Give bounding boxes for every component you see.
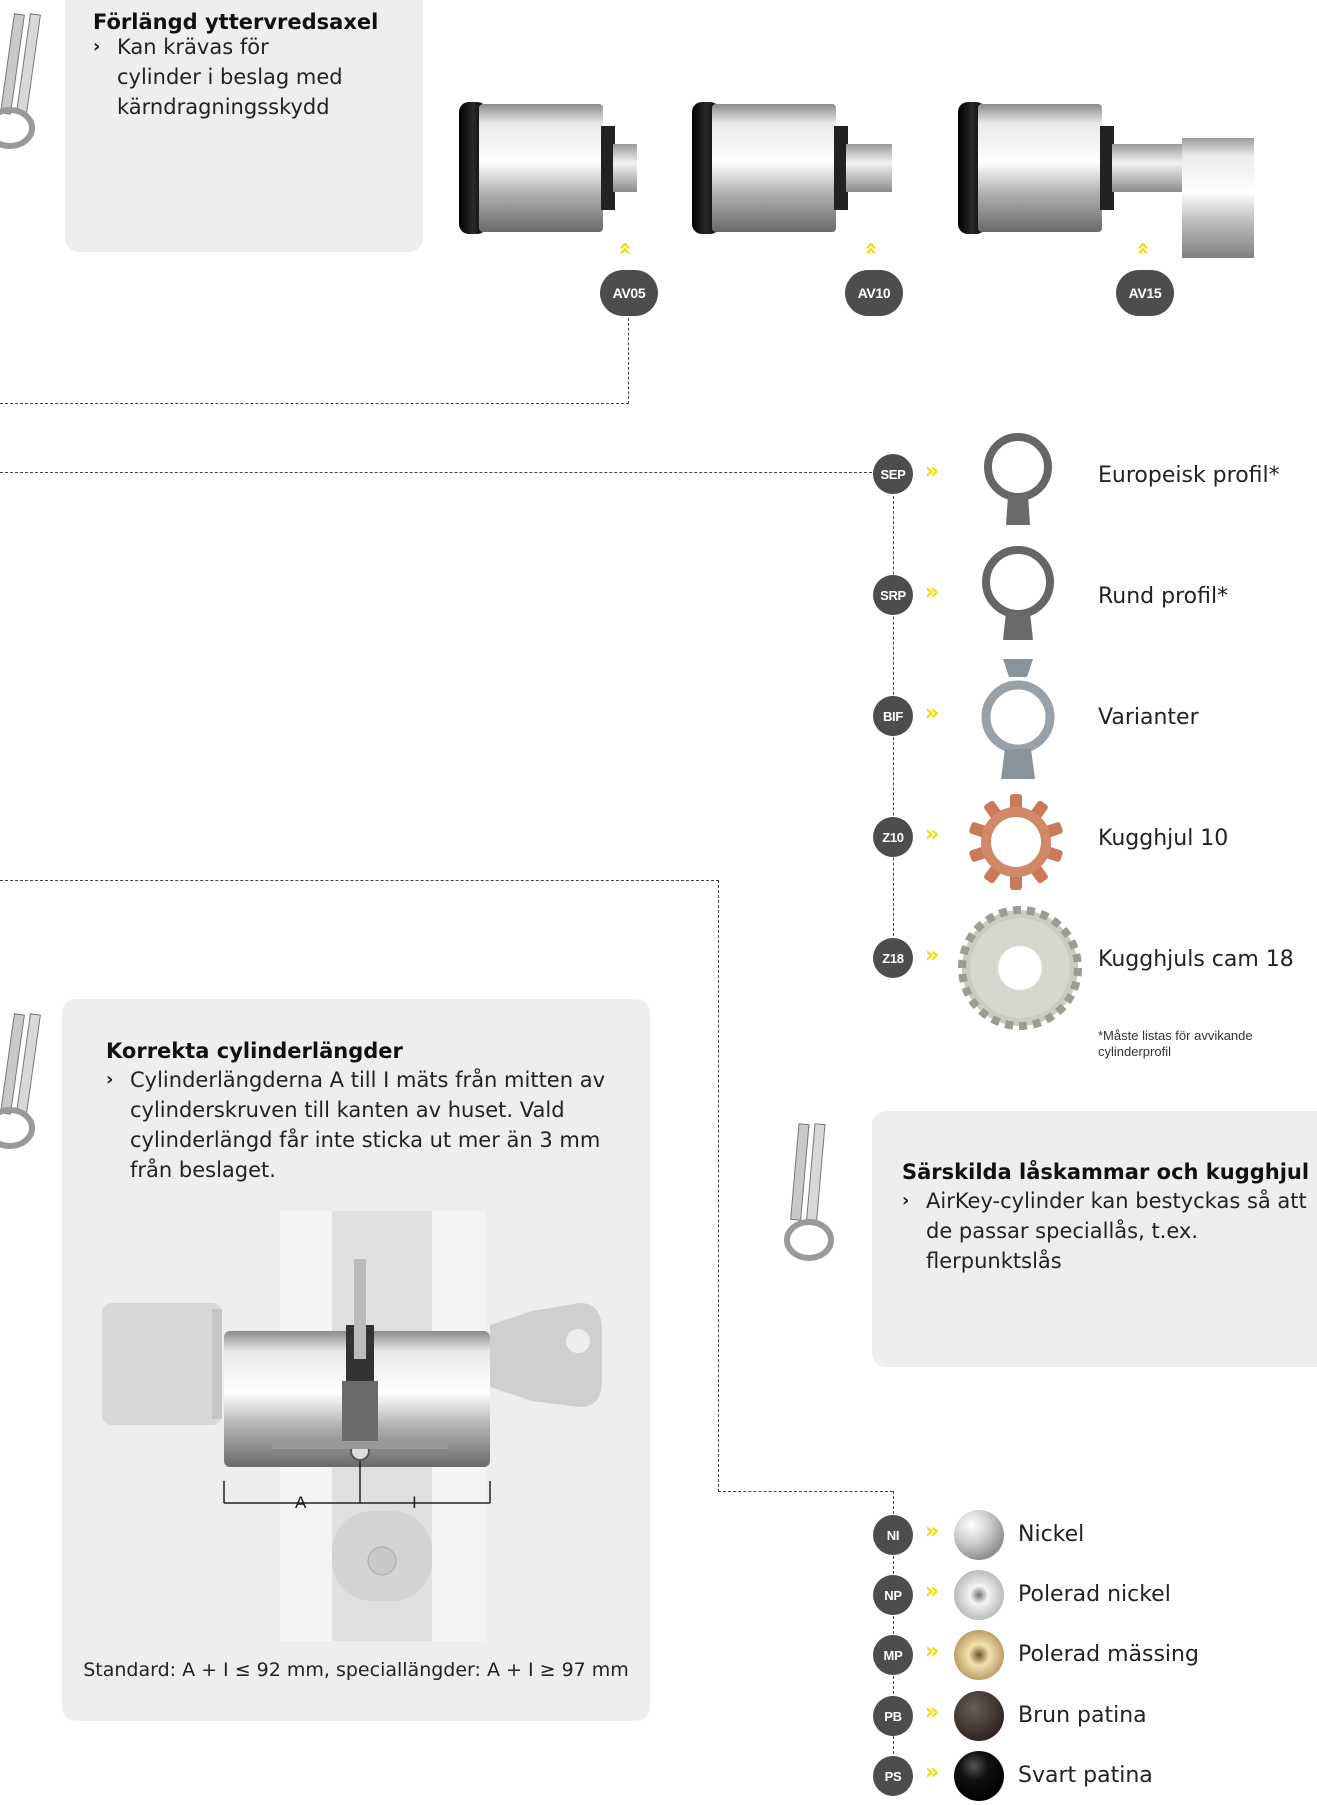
connector-line [0, 403, 629, 404]
option-label: Varianter [1098, 705, 1199, 730]
cylinder-av15-image [958, 102, 1254, 258]
polished-brass-swatch [954, 1630, 1004, 1680]
variant-cam-image [981, 659, 1055, 779]
double-chevron-up-icon: » [1130, 241, 1156, 256]
connector-line [718, 880, 719, 1492]
special-cam-panel: Särskilda låskammar och kugghjul › AirKe… [872, 1111, 1317, 1367]
brown-patina-swatch [954, 1691, 1004, 1741]
double-chevron-right-icon: » [925, 580, 940, 605]
connector-line [628, 318, 629, 404]
connector-line [718, 1491, 893, 1492]
euro-profile-cam-image [984, 433, 1052, 525]
standard-length-note: Standard: A + I ≤ 92 mm, speciallängder:… [83, 1659, 629, 1681]
option-label: Kugghjul 10 [1098, 826, 1229, 851]
double-chevron-up-icon: » [612, 241, 638, 256]
gear-18-image [958, 906, 1082, 1030]
code-badge-pb: PB [873, 1696, 913, 1736]
panel-bullet: › Cylinderlängderna A till I mäts från m… [106, 1065, 606, 1185]
screw-pin-icon [784, 1123, 834, 1261]
chevron-right-icon: › [93, 36, 101, 57]
round-profile-cam-image [982, 546, 1054, 640]
cylinder-length-panel: Korrekta cylinderlängder › Cylinderlängd… [62, 999, 650, 1721]
double-chevron-right-icon: » [925, 822, 940, 847]
chevron-right-icon: › [902, 1190, 910, 1211]
panel-title: Korrekta cylinderlängder [106, 1039, 403, 1063]
dimension-label-i: I [412, 1493, 417, 1512]
screw-pin-icon [0, 1013, 41, 1149]
panel-bullet: › AirKey-cylinder kan bestyckas så att d… [902, 1186, 1314, 1276]
code-badge-z18: Z18 [873, 938, 913, 978]
double-chevron-right-icon: » [925, 1639, 940, 1664]
panel-title: Förlängd yttervredsaxel [93, 10, 379, 34]
code-badge-z10: Z10 [873, 817, 913, 857]
connector-line [0, 880, 719, 881]
chevron-right-icon: › [106, 1069, 114, 1090]
code-badge-ps: PS [873, 1756, 913, 1796]
code-badge-av10: AV10 [845, 270, 903, 316]
screw-pin-icon [0, 13, 41, 149]
option-label: Brun patina [1018, 1703, 1147, 1728]
code-badge-np: NP [873, 1575, 913, 1615]
connector-line [0, 472, 872, 473]
double-chevron-right-icon: » [925, 1579, 940, 1604]
panel-title: Särskilda låskammar och kugghjul [902, 1160, 1310, 1184]
option-label: Europeisk profil* [1098, 463, 1280, 488]
double-chevron-right-icon: » [925, 459, 940, 484]
cylinder-measurement-diagram [102, 1211, 602, 1641]
code-badge-av15: AV15 [1116, 270, 1174, 316]
code-badge-ni: NI [873, 1515, 913, 1555]
nickel-swatch [954, 1510, 1004, 1560]
double-chevron-right-icon: » [925, 701, 940, 726]
cylinder-av10-image [692, 102, 892, 234]
cylinder-av05-image [459, 102, 637, 234]
gear-10-image [969, 794, 1063, 890]
extended-axle-panel: Förlängd yttervredsaxel › Kan krävas för… [65, 0, 423, 252]
polished-nickel-swatch [954, 1570, 1004, 1620]
code-badge-srp: SRP [873, 575, 913, 615]
cam-footnote: *Måste listas för avvikande cylinderprof… [1098, 1028, 1253, 1059]
double-chevron-up-icon: » [858, 241, 884, 256]
double-chevron-right-icon: » [925, 943, 940, 968]
option-label: Polerad mässing [1018, 1642, 1199, 1667]
double-chevron-right-icon: » [925, 1700, 940, 1725]
dimension-label-a: A [295, 1493, 307, 1512]
code-badge-mp: MP [873, 1635, 913, 1675]
double-chevron-right-icon: » [925, 1760, 940, 1785]
option-label: Nickel [1018, 1522, 1085, 1547]
code-badge-sep: SEP [873, 454, 913, 494]
black-patina-swatch [954, 1751, 1004, 1801]
option-label: Kugghjuls cam 18 [1098, 947, 1294, 972]
double-chevron-right-icon: » [925, 1519, 940, 1544]
option-label: Svart patina [1018, 1763, 1153, 1788]
code-badge-av05: AV05 [600, 270, 658, 316]
code-badge-bif: BIF [873, 696, 913, 736]
option-label: Rund profil* [1098, 584, 1229, 609]
panel-bullet: › Kan krävas för cylinder i beslag med k… [93, 32, 353, 122]
option-label: Polerad nickel [1018, 1582, 1171, 1607]
